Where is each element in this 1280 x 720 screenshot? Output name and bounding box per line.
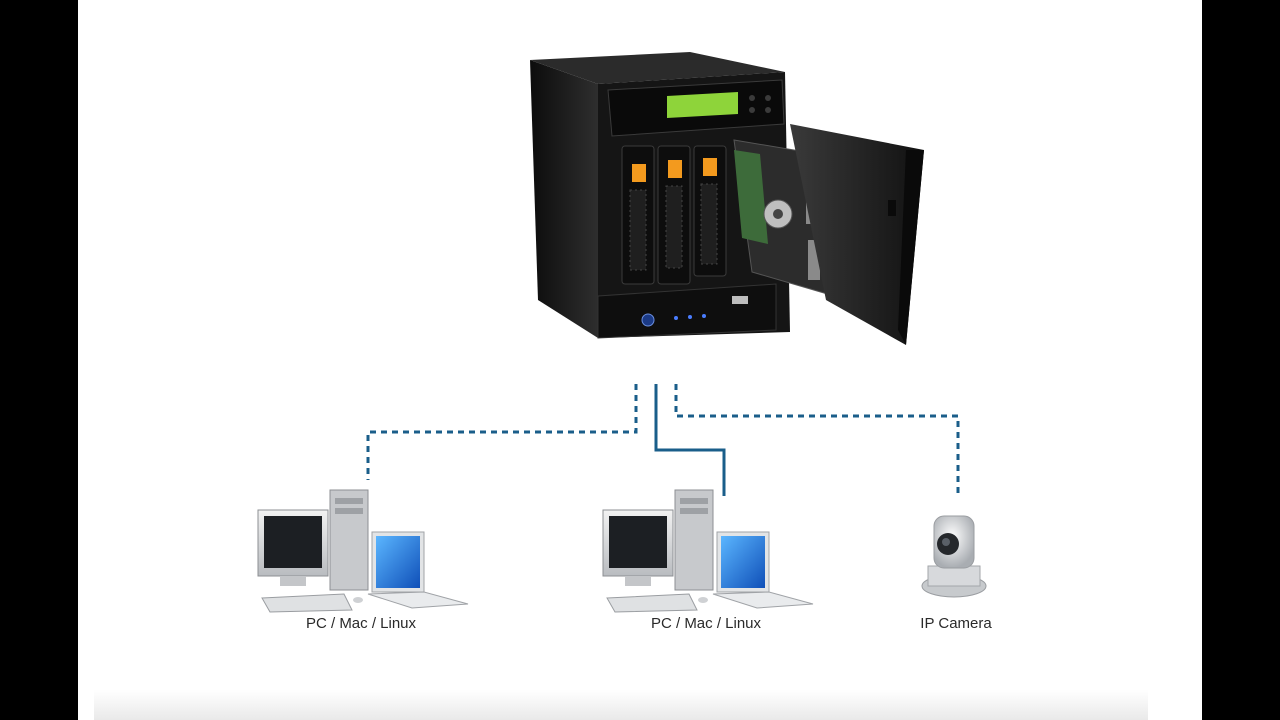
diagram-canvas: PC / Mac / Linux PC / Mac / Linux IP Cam… <box>78 0 1202 720</box>
nas-server-icon <box>530 52 924 345</box>
connection-lines <box>366 384 960 496</box>
wired-link-pc <box>654 384 726 496</box>
ip-camera-icon <box>921 515 987 598</box>
desktop-computer-icon <box>257 489 369 613</box>
drive-bay <box>621 145 655 285</box>
computer-group-1 <box>257 489 469 613</box>
computer-group-2 <box>602 489 814 613</box>
wireless-link-pc <box>366 384 638 480</box>
laptop-icon <box>712 531 814 609</box>
lcd-display <box>667 92 738 118</box>
network-diagram <box>257 52 987 613</box>
device-label-ip-camera: IP Camera <box>920 615 992 632</box>
drive-bay <box>693 145 727 277</box>
device-label-pc-1: PC / Mac / Linux <box>305 615 417 632</box>
drive-bay <box>657 145 691 285</box>
laptop-icon <box>367 531 469 609</box>
wireless-link-camera <box>674 384 960 494</box>
bottom-fade <box>94 690 1148 720</box>
desktop-computer-icon <box>602 489 714 613</box>
device-label-pc-2: PC / Mac / Linux <box>650 615 762 632</box>
drive-door <box>790 124 924 345</box>
